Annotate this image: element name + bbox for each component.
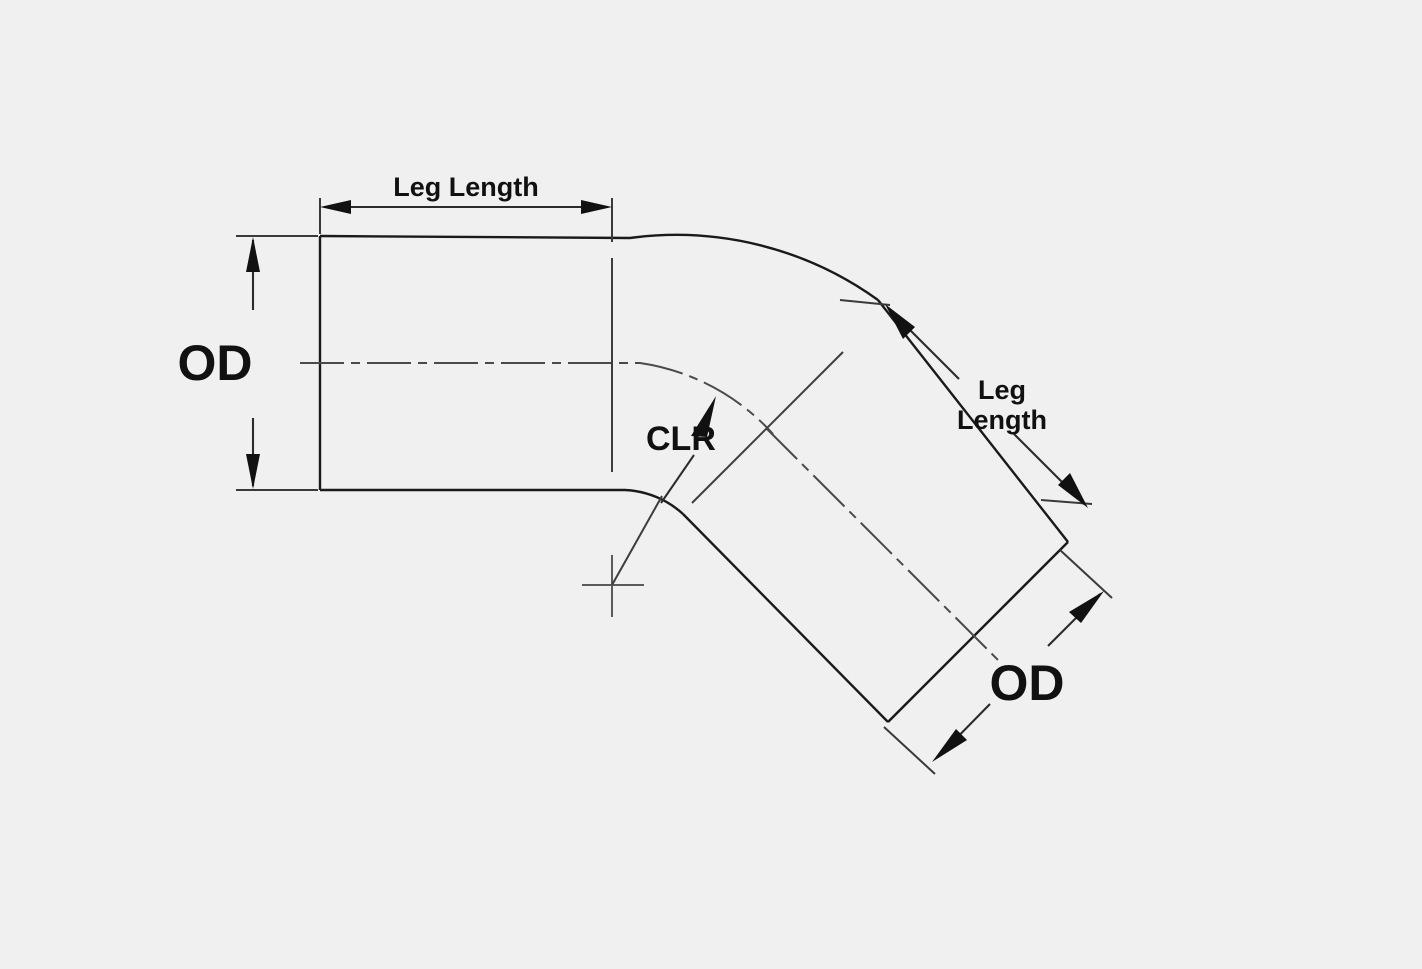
clr-label: CLR bbox=[646, 420, 716, 458]
leg-length-top-arrow-right bbox=[581, 200, 612, 214]
right-leg-centerline bbox=[765, 427, 1001, 663]
centerlines bbox=[300, 362, 1001, 663]
od-right-arrow-upper bbox=[1069, 591, 1104, 623]
tangent-reference-lines bbox=[582, 258, 844, 617]
bend-centerline-arc bbox=[639, 362, 774, 435]
right-leg-inner-edge bbox=[682, 513, 889, 723]
left-leg-top-edge bbox=[319, 234, 631, 240]
od-left-label: OD bbox=[178, 335, 253, 391]
clr-leader-line bbox=[660, 454, 695, 504]
od-right-arrow-lower bbox=[932, 729, 967, 762]
clr-arrowhead bbox=[691, 396, 716, 437]
od-left-arrow-bottom bbox=[246, 454, 260, 489]
leg-length-top-dimension: Leg Length bbox=[319, 172, 613, 242]
od-left-dimension: OD bbox=[178, 235, 318, 491]
right-leg-end-face bbox=[887, 541, 1069, 723]
od-right-ext-lower bbox=[883, 726, 936, 775]
leg-length-right-dimension: Leg Length bbox=[839, 299, 1093, 508]
leg-length-top-label: Leg Length bbox=[393, 172, 538, 202]
inner-bend-arc bbox=[624, 488, 684, 515]
leg-length-right-arrow-lower bbox=[1058, 473, 1088, 508]
leg-length-right-label-line1: Leg bbox=[978, 375, 1026, 405]
bend-radius-line bbox=[611, 495, 663, 586]
pipe-outline bbox=[318, 233, 1069, 723]
leg-length-right-ext-upper bbox=[839, 299, 891, 306]
od-right-label: OD bbox=[990, 655, 1065, 711]
leg-length-right-label-line2: Length bbox=[957, 405, 1047, 435]
od-right-ext-upper bbox=[1059, 549, 1113, 599]
od-left-arrow-top bbox=[246, 237, 260, 272]
diagonal-tangent-line bbox=[691, 351, 844, 504]
leg-length-top-arrow-left bbox=[320, 200, 351, 214]
od-right-dimension: OD bbox=[883, 549, 1113, 775]
right-leg-outer-edge bbox=[877, 299, 1069, 543]
outer-bend-arc bbox=[629, 233, 879, 301]
clr-callout: CLR bbox=[646, 396, 716, 504]
leg-length-right-arrow-upper bbox=[885, 304, 915, 339]
